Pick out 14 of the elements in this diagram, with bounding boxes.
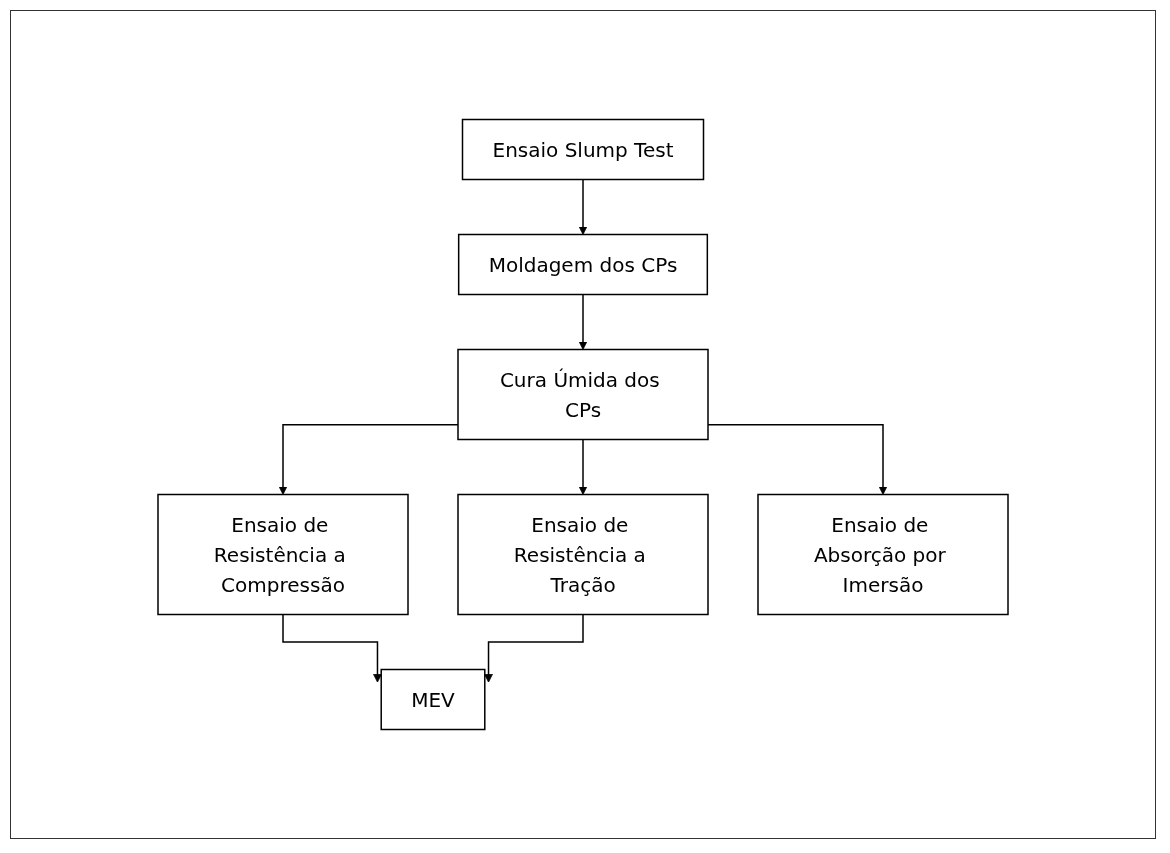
node-box: [457, 233, 709, 296]
node-box: [157, 493, 409, 616]
node-box: [457, 493, 709, 616]
node-box: [757, 493, 1009, 616]
arrow: [578, 178, 588, 235]
node-box: [380, 668, 486, 731]
arrow: [578, 293, 588, 350]
diagram-frame: Ensaio Slump Test Moldagem dos CPs Cura Úmida dos CPs Ensaio de Resistência a Compressão Ensaio de Resistência a Tração Ensaio de Absorção por Imersão MEV: [10, 10, 1156, 839]
arrow: [484, 613, 584, 683]
arrow: [578, 438, 588, 495]
node-box: [461, 118, 705, 181]
arrow: [278, 423, 459, 495]
node-box: [457, 348, 709, 441]
arrow: [282, 613, 382, 683]
